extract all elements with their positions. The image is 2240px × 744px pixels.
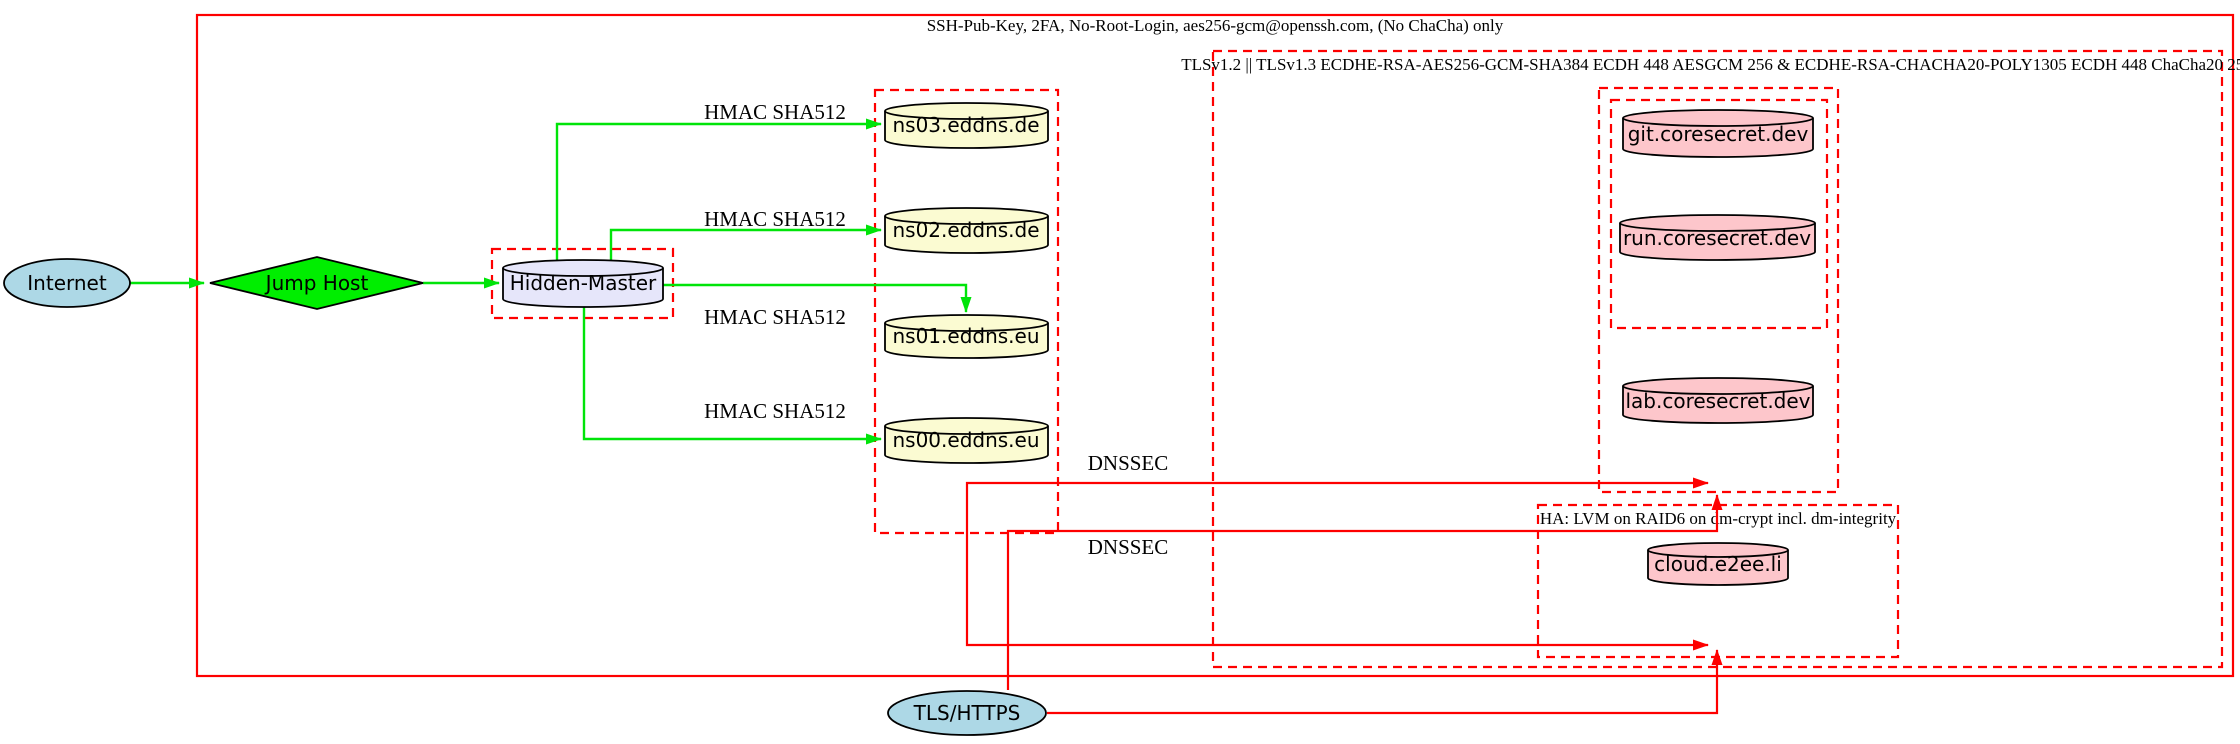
node-tls-https: TLS/HTTPS	[887, 690, 1047, 736]
node-jump-host: Jump Host	[209, 256, 424, 310]
ns03-cylinder-rim	[884, 110, 1049, 120]
cloud-cylinder-rim	[1647, 549, 1789, 558]
edge-dnssec-bidirectional	[965, 477, 1709, 651]
edge-label-hmac-ns02: HMAC SHA512	[704, 207, 846, 231]
node-run: run.coresecret.dev	[1619, 214, 1816, 261]
internet-ellipse	[3, 258, 131, 308]
node-internet: Internet	[3, 258, 131, 308]
tls-https-ellipse	[887, 690, 1047, 736]
run-cylinder	[1619, 214, 1816, 261]
edge-label-hmac-ns00: HMAC SHA512	[704, 399, 846, 423]
git-label: git.coresecret.dev	[1628, 122, 1809, 146]
cloud-cylinder	[1647, 542, 1789, 586]
edge-label-hmac-ns03: HMAC SHA512	[704, 100, 846, 124]
ns03-cylinder	[884, 102, 1049, 149]
node-git: git.coresecret.dev	[1622, 109, 1814, 158]
run-label: run.coresecret.dev	[1623, 226, 1811, 250]
hidden-master-cylinder-rim	[502, 267, 664, 277]
edge-tlshttps-to-ha-cluster	[1047, 649, 1723, 715]
cluster-ssh-label: SSH-Pub-Key, 2FA, No-Root-Login, aes256-…	[927, 16, 1504, 35]
edge-tlshttps-to-dev-cluster	[1006, 494, 1723, 690]
ns03-label: ns03.eddns.de	[892, 113, 1039, 137]
ns01-cylinder	[884, 314, 1049, 359]
cluster-ssh-border	[195, 13, 2235, 678]
lab-label: lab.coresecret.dev	[1625, 389, 1810, 413]
lab-cylinder	[1622, 377, 1814, 424]
edge-hiddenmaster-to-ns03	[555, 118, 882, 261]
node-ns03: ns03.eddns.de	[884, 102, 1049, 149]
lab-cylinder-rim	[1622, 385, 1814, 395]
edge-hiddenmaster-to-ns00	[582, 307, 882, 445]
cloud-label: cloud.e2ee.li	[1654, 552, 1782, 576]
run-cylinder-rim	[1619, 222, 1816, 232]
jump-host-diamond	[209, 256, 424, 310]
edge-hiddenmaster-to-ns01	[663, 283, 972, 313]
node-ns00: ns00.eddns.eu	[884, 417, 1049, 464]
node-hidden-master: Hidden-Master	[502, 259, 664, 308]
jump-host-label: Jump Host	[264, 271, 369, 295]
cluster-dev-inner-border	[1609, 98, 1829, 330]
ns01-label: ns01.eddns.eu	[892, 324, 1039, 348]
ns00-cylinder	[884, 417, 1049, 464]
edge-label-dnssec-1: DNSSEC	[1088, 451, 1169, 475]
ns00-label: ns00.eddns.eu	[892, 428, 1039, 452]
node-ns02: ns02.eddns.de	[884, 207, 1049, 254]
cluster-nameservers-border	[873, 88, 1060, 535]
ns02-label: ns02.eddns.de	[892, 218, 1039, 242]
ns00-cylinder-rim	[884, 425, 1049, 435]
ns02-cylinder	[884, 207, 1049, 254]
git-cylinder-rim	[1622, 117, 1814, 127]
edge-label-dnssec-2: DNSSEC	[1088, 535, 1169, 559]
edge-label-hmac-ns01: HMAC SHA512	[704, 305, 846, 329]
node-cloud: cloud.e2ee.li	[1647, 542, 1789, 586]
cluster-ha-label: HA: LVM on RAID6 on dm-crypt incl. dm-in…	[1540, 509, 1897, 528]
cluster-tls-border	[1211, 49, 2224, 669]
internet-label: Internet	[27, 271, 107, 295]
cluster-dev-outer-border	[1597, 86, 1840, 494]
tls-https-label: TLS/HTTPS	[913, 701, 1021, 725]
node-ns01: ns01.eddns.eu	[884, 314, 1049, 359]
edge-hiddenmaster-to-ns02	[609, 224, 882, 261]
hidden-master-cylinder	[502, 259, 664, 308]
ns01-cylinder-rim	[884, 322, 1049, 332]
node-lab: lab.coresecret.dev	[1622, 377, 1814, 424]
hidden-master-label: Hidden-Master	[510, 271, 657, 295]
git-cylinder	[1622, 109, 1814, 158]
cluster-tls-label: TLSv1.2 || TLSv1.3 ECDHE-RSA-AES256-GCM-…	[1181, 55, 2240, 74]
ns02-cylinder-rim	[884, 215, 1049, 225]
